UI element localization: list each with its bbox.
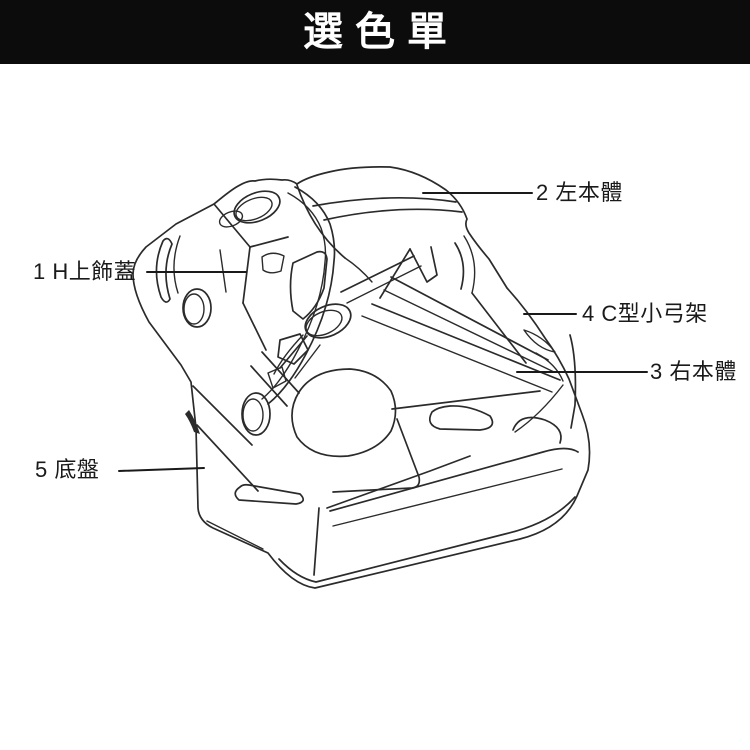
callout-label-4: 4 C型小弓架 [582, 301, 708, 326]
callout-label-3: 3 右本體 [650, 359, 737, 384]
part-middle-body [267, 246, 541, 493]
part-right-body [361, 235, 577, 444]
part-upper-cover [155, 186, 336, 436]
page-title: 選色單 [303, 10, 459, 54]
leader-line-5 [118, 467, 205, 472]
callout-label-1: 1 H上飾蓋 [33, 259, 137, 284]
callout-label-2: 2 左本體 [536, 180, 623, 205]
part-chassis [192, 385, 579, 583]
leader-lines [118, 192, 648, 472]
title-bar: 選色單 [0, 0, 750, 64]
outline-silhouette [132, 166, 591, 589]
callout-label-5: 5 底盤 [35, 457, 100, 482]
part-left-body [296, 184, 463, 283]
